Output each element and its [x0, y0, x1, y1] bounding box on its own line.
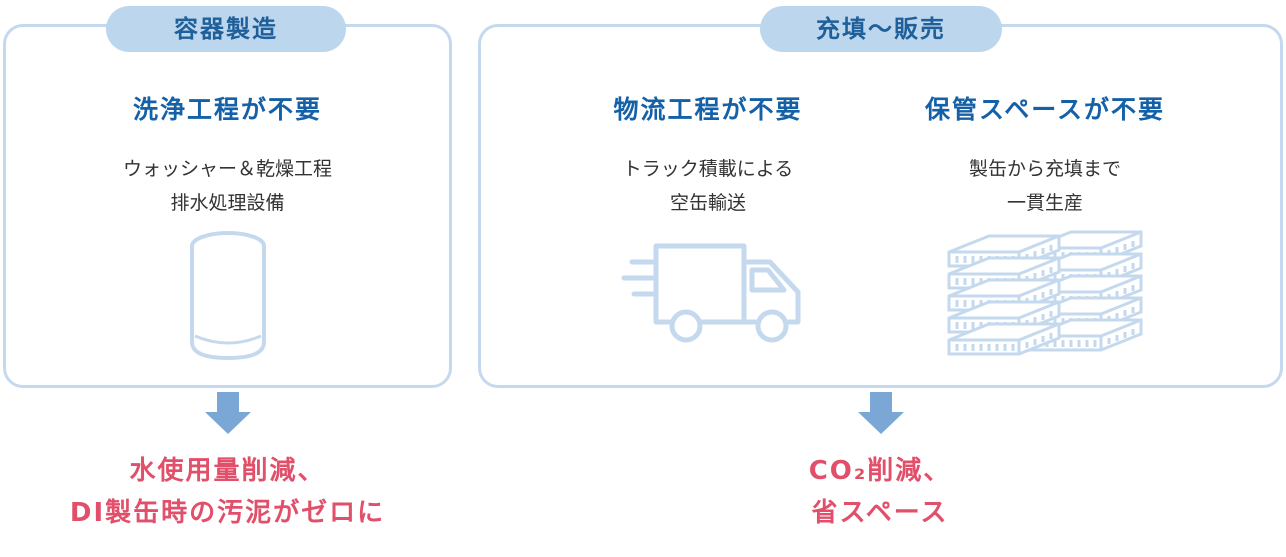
truck-icon [621, 243, 801, 343]
logistics-desc-line-2: 空缶輸送 [669, 192, 746, 214]
right-result: CO₂削減、 省スペース [730, 450, 1030, 534]
stacked-cans-icon [947, 230, 1143, 356]
filling-sales-title: 充填～販売 [760, 6, 1002, 52]
right-result-line-1: CO₂削減、 [808, 456, 952, 486]
storage-heading: 保管スペースが不要 [924, 95, 1165, 124]
left-result-line-1: 水使用量削減、 [129, 456, 326, 486]
left-desc-line-2: 排水処理設備 [170, 192, 285, 214]
logistics-heading: 物流工程が不要 [613, 95, 803, 124]
storage-description: 製缶から充填まで 一貫生産 [880, 152, 1210, 220]
left-heading: 洗浄工程が不要 [132, 95, 322, 124]
left-desc-line-1: ウォッシャー＆乾燥工程 [122, 158, 332, 180]
right-result-line-2: 省スペース [811, 498, 949, 528]
can-icon [190, 231, 266, 361]
filling-sales-panel [478, 24, 1283, 388]
storage-desc-line-2: 一貫生産 [1006, 192, 1083, 214]
left-down-arrow [205, 392, 251, 434]
container-manufacturing-title: 容器製造 [106, 6, 346, 52]
logistics-description: トラック積載による 空缶輸送 [558, 152, 858, 220]
left-result-line-2: DI製缶時の汚泥がゼロに [69, 498, 386, 528]
logistics-desc-line-1: トラック積載による [622, 158, 794, 180]
left-result: 水使用量削減、 DI製缶時の汚泥がゼロに [3, 450, 452, 534]
storage-desc-line-1: 製缶から充填まで [968, 158, 1121, 180]
left-description: ウォッシャー＆乾燥工程 排水処理設備 [3, 152, 452, 220]
right-down-arrow [858, 392, 904, 434]
